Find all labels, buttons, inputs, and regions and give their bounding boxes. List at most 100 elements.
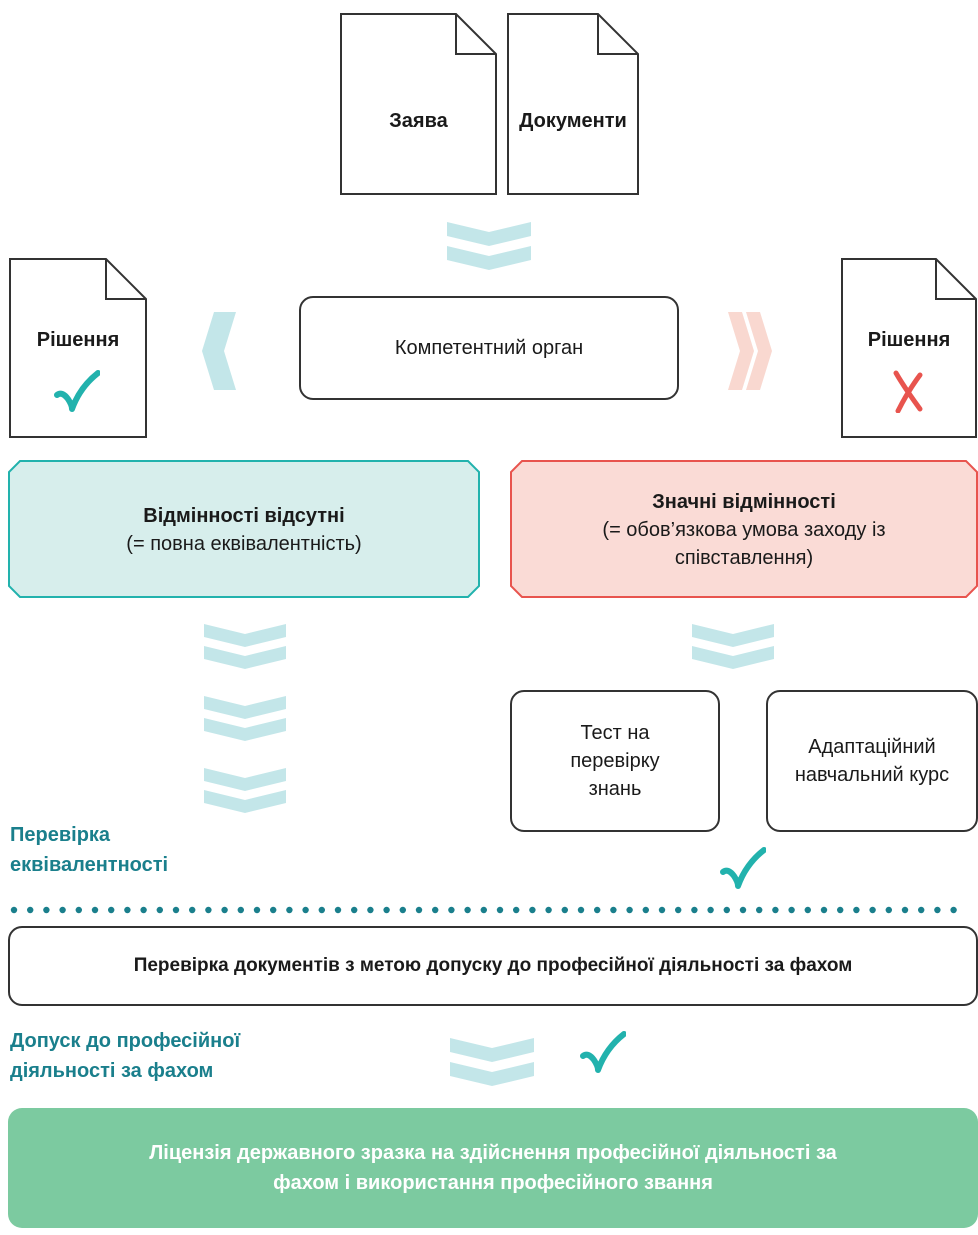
chevron-left-icon	[202, 312, 236, 390]
divider-dot	[707, 906, 714, 914]
decision-right-label: Рішення	[867, 329, 951, 351]
divider-dot	[788, 906, 795, 914]
divider-dot	[415, 906, 423, 914]
license-line-1: Ліцензія державного зразка на здійснення…	[149, 1142, 837, 1164]
divider-dot	[432, 906, 439, 914]
knowledge-test-line-2: перевірку	[570, 750, 660, 772]
decision-left-label: Рішення	[36, 329, 120, 351]
divider-dot	[124, 906, 131, 914]
divider-dot	[950, 906, 957, 914]
significant-differences-title: Значні відмінності	[652, 491, 836, 513]
chevron-down-icon	[204, 624, 286, 669]
divider-dot	[739, 906, 747, 914]
divider-dot	[286, 906, 293, 914]
chevron-down-icon	[204, 768, 286, 813]
divider-dot	[885, 906, 892, 914]
divider-dot	[270, 906, 277, 914]
documents-label: Документи	[519, 110, 627, 132]
divider-dot	[901, 906, 909, 914]
divider-dot	[691, 906, 698, 914]
no-differences-subtitle: (= повна еквівалентність)	[126, 533, 362, 555]
divider-dot	[383, 906, 390, 914]
adaptation-course-line-1: Адаптаційний	[808, 736, 936, 758]
license-banner: Ліцензія державного зразка на здійснення…	[8, 1108, 978, 1228]
divider-dot	[302, 906, 309, 914]
divider-dot	[496, 906, 504, 914]
divider-dot	[448, 906, 455, 914]
significant-differences-subtitle-2: співставлення)	[674, 547, 814, 569]
application-document: Заява	[339, 12, 498, 196]
divider-dot	[480, 906, 487, 914]
adaptation-course-line-2: навчальний курс	[794, 764, 950, 786]
equivalence-check-line-1: Перевірка	[10, 824, 111, 846]
check-icon	[54, 370, 100, 412]
divider-dot	[189, 906, 196, 914]
cross-icon	[893, 370, 923, 413]
divider-dot	[561, 906, 568, 914]
document-icon	[507, 13, 639, 195]
significant-differences-box: Значні відмінності (= обов’язкова умова …	[510, 460, 978, 598]
divider-dot	[318, 906, 325, 914]
knowledge-test-line-1: Тест на	[580, 722, 650, 744]
document-icon	[9, 258, 147, 438]
check-icon	[720, 847, 766, 889]
divider-dot	[577, 906, 585, 914]
chevron-down-icon	[692, 624, 774, 669]
divider-dot	[594, 906, 601, 914]
documents-document: Документи	[506, 12, 640, 196]
document-check-box: Перевірка документів з метою допуску до …	[8, 926, 978, 1006]
competent-authority-box: Компетентний орган	[299, 296, 679, 400]
chevron-down-icon	[450, 1038, 534, 1086]
divider-dot	[820, 906, 828, 914]
divider-dot	[837, 906, 844, 914]
divider-dot	[642, 906, 649, 914]
adaptation-course-box: Адаптаційний навчальний курс	[766, 690, 978, 832]
divider-dot	[351, 906, 358, 914]
divider-dot	[610, 906, 617, 914]
divider-dot	[464, 906, 471, 914]
divider-dot	[253, 906, 261, 914]
equivalence-check-heading: Перевірка еквівалентності	[10, 820, 168, 880]
application-label: Заява	[389, 110, 448, 132]
divider-dot	[334, 906, 342, 914]
divider-dot	[529, 906, 536, 914]
divider-dot	[756, 906, 763, 914]
divider-dot	[513, 906, 520, 914]
divider-dot	[156, 906, 163, 914]
divider-dot	[43, 906, 50, 914]
no-differences-title: Відмінності відсутні	[143, 505, 345, 527]
divider-dot	[772, 906, 779, 914]
divider-dot	[367, 906, 374, 914]
document-icon	[340, 13, 497, 195]
admission-line-2: діяльності за фахом	[10, 1060, 214, 1082]
divider-dot	[205, 906, 212, 914]
equivalence-check-line-2: еквівалентності	[10, 854, 169, 876]
knowledge-test-line-3: знань	[588, 778, 642, 800]
check-icon	[580, 1031, 626, 1073]
document-icon	[841, 258, 977, 438]
chevron-down-icon	[204, 696, 286, 741]
divider-dot	[545, 906, 552, 914]
significant-differences-subtitle-1: (= обов’язкова умова заходу із	[602, 519, 886, 541]
divider-dot	[626, 906, 633, 914]
divider-dot	[75, 906, 83, 914]
chevron-right-icon	[728, 312, 772, 390]
divider-dot	[934, 906, 941, 914]
chevron-down-icon	[447, 222, 531, 270]
divider-dot	[723, 906, 730, 914]
divider-dot	[237, 906, 244, 914]
divider-dot	[221, 906, 228, 914]
document-check-label: Перевірка документів з метою допуску до …	[133, 955, 853, 976]
divider-dot	[918, 906, 925, 914]
divider-dot	[658, 906, 666, 914]
divider-dot	[27, 906, 34, 914]
divider-dot	[140, 906, 147, 914]
divider-dot	[869, 906, 876, 914]
divider-dot	[853, 906, 860, 914]
divider-dot	[108, 906, 115, 914]
divider-dot	[91, 906, 99, 914]
divider-dot	[10, 906, 18, 914]
knowledge-test-box: Тест на перевірку знань	[510, 690, 720, 832]
admission-line-1: Допуск до професійної	[10, 1030, 241, 1052]
dotted-divider	[10, 906, 957, 914]
